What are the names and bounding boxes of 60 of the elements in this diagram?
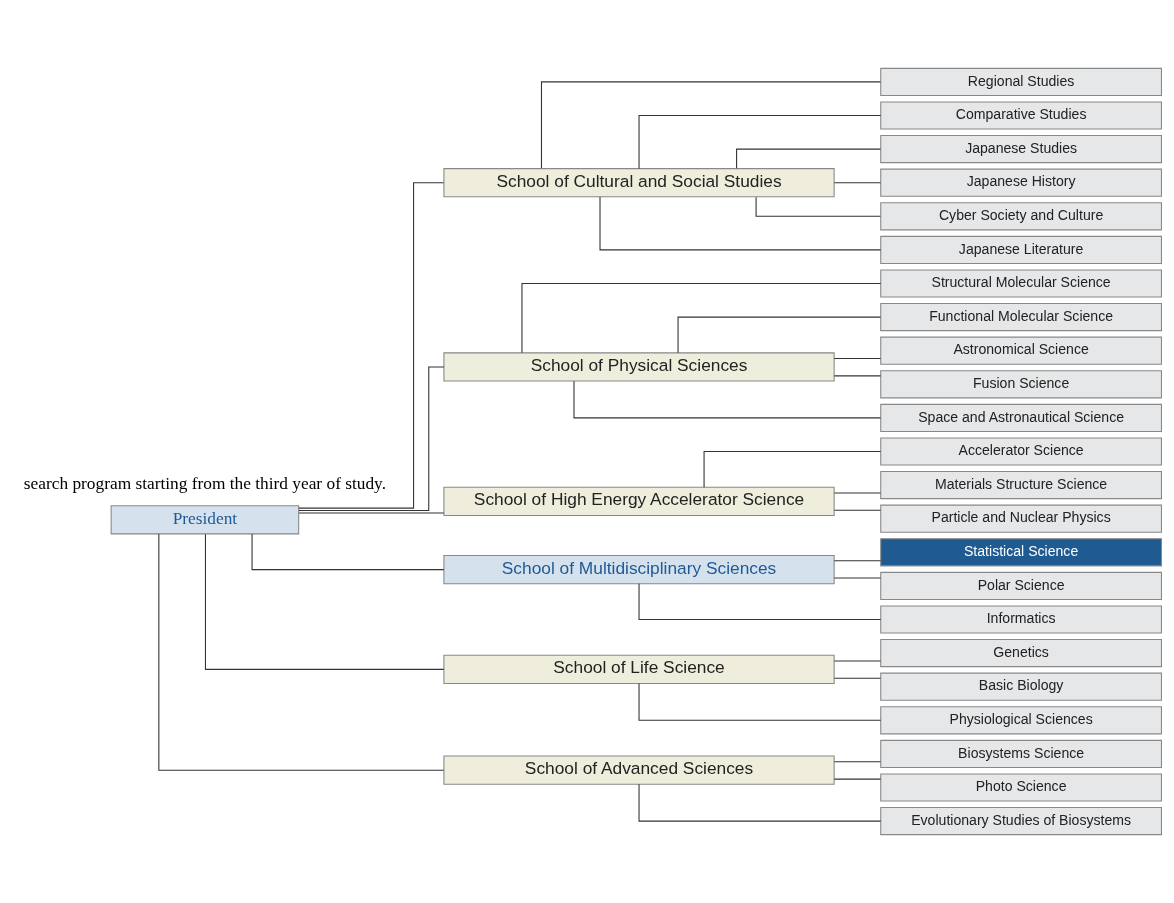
label: search program starting from the third year of study.	[23, 474, 387, 494]
connector	[204, 533, 445, 670]
connector	[703, 450, 882, 488]
connector	[833, 761, 882, 763]
connector	[833, 778, 882, 780]
node-box: School of Advanced Sciences	[443, 755, 835, 785]
node-box: President	[110, 505, 300, 535]
connector	[833, 182, 882, 184]
node-box: School of Cultural and Social Studies	[443, 168, 835, 198]
connector	[298, 182, 445, 509]
connector	[158, 533, 445, 771]
node-box: Cyber Society and Culture	[880, 202, 1162, 231]
connector	[638, 583, 882, 621]
connector	[755, 196, 881, 217]
node-box: Genetics	[880, 639, 1162, 668]
node-box: School of Life Science	[443, 654, 835, 684]
node-box: Regional Studies	[880, 67, 1162, 96]
connector	[638, 683, 882, 721]
connector	[599, 196, 882, 251]
node-box: Basic Biology	[880, 672, 1162, 701]
node-box: Japanese History	[880, 168, 1162, 197]
connector	[251, 533, 445, 571]
node-box: School of High Energy Accelerator Science	[443, 486, 835, 516]
node-box: Functional Molecular Science	[880, 303, 1162, 332]
node-box: Statistical Science	[880, 538, 1162, 567]
node-box: School of Multidisciplinary Sciences	[443, 555, 835, 585]
connector	[298, 366, 445, 512]
connector	[638, 114, 882, 169]
node-box: Biosystems Science	[880, 739, 1162, 768]
node-box: Astronomical Science	[880, 336, 1162, 365]
node-box: Structural Molecular Science	[880, 269, 1162, 298]
connector	[540, 81, 881, 169]
node-box: School of Physical Sciences	[443, 352, 835, 382]
node-box: Comparative Studies	[880, 101, 1162, 130]
node-box: Japanese Literature	[880, 235, 1162, 264]
node-box: Materials Structure Science	[880, 471, 1162, 500]
connector	[833, 660, 882, 662]
connector	[573, 380, 882, 419]
connector	[833, 560, 882, 562]
node-box: Polar Science	[880, 571, 1162, 600]
node-box: Japanese Studies	[880, 135, 1162, 164]
connector	[638, 783, 882, 822]
connector	[833, 375, 882, 377]
connector	[677, 316, 882, 354]
node-box: Informatics	[880, 605, 1162, 634]
connector	[833, 577, 882, 579]
node-box: Fusion Science	[880, 370, 1162, 399]
node-box: Space and Astronautical Science	[880, 403, 1162, 432]
node-box: Accelerator Science	[880, 437, 1162, 466]
connector	[833, 358, 882, 360]
node-box: Physiological Sciences	[880, 706, 1162, 735]
connector	[833, 677, 882, 679]
connector	[298, 512, 445, 514]
connector	[521, 282, 882, 354]
connector	[833, 492, 882, 494]
node-box: Photo Science	[880, 773, 1162, 802]
connector	[833, 509, 882, 511]
node-box: Particle and Nuclear Physics	[880, 504, 1162, 533]
node-box: Evolutionary Studies of Biosystems	[880, 807, 1162, 836]
connector	[736, 148, 882, 169]
